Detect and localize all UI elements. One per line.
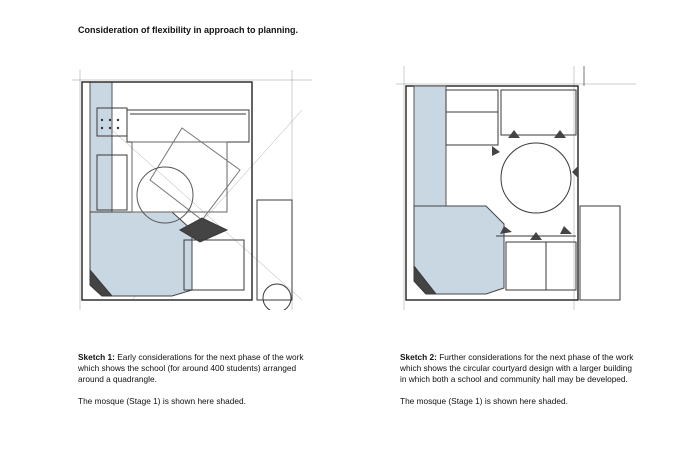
sketch-1-label: Sketch 1: xyxy=(78,352,115,362)
sketch-2-description: Further considerations for the next phas… xyxy=(400,352,634,384)
sketch-2-label: Sketch 2: xyxy=(400,352,437,362)
sketch-2-plan xyxy=(396,66,636,310)
sketch-1-note: The mosque (Stage 1) is shown here shade… xyxy=(78,396,246,406)
page-title: Consideration of flexibility in approach… xyxy=(78,25,299,35)
sketch-1-caption: Sketch 1: Early considerations for the n… xyxy=(78,352,318,418)
sketch-1-description: Early considerations for the next phase … xyxy=(78,352,304,384)
sketch-1-plan xyxy=(72,70,312,310)
sketch-2-note: The mosque (Stage 1) is shown here shade… xyxy=(400,396,568,406)
sketch-2-caption: Sketch 2: Further considerations for the… xyxy=(400,352,640,418)
